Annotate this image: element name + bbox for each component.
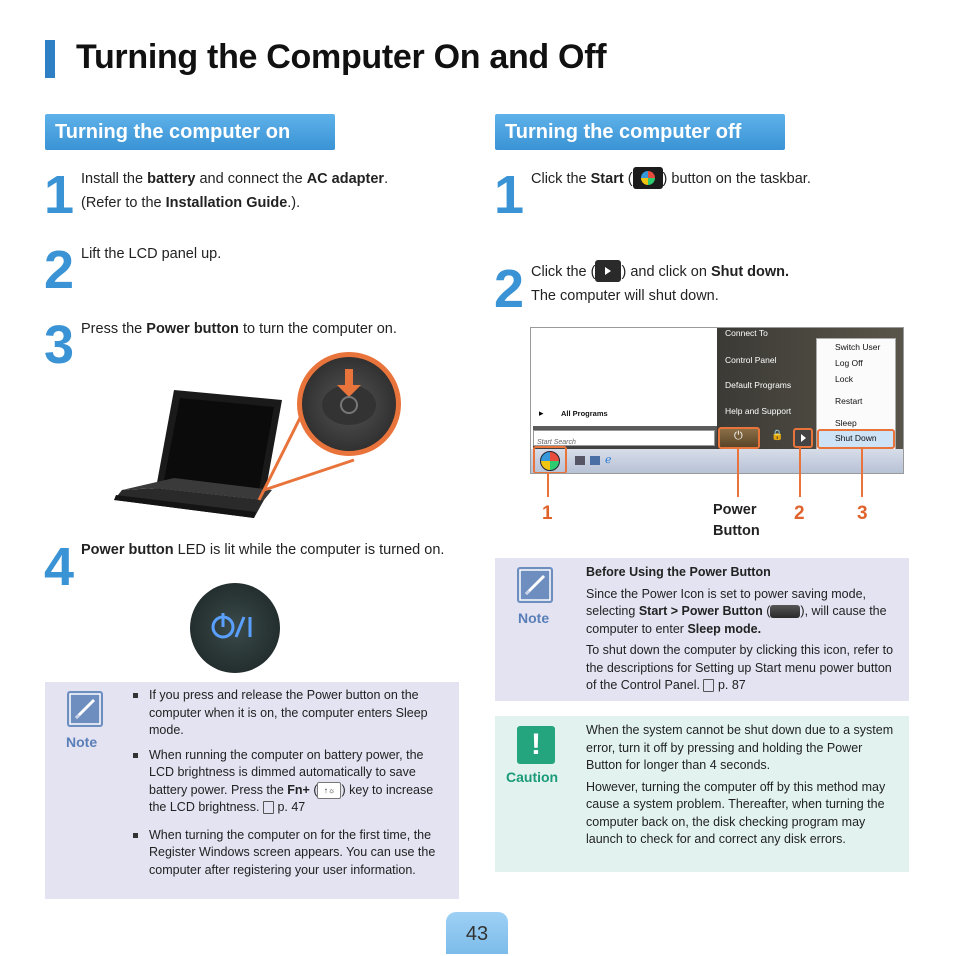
section-title-off: Turning the computer off [495, 114, 785, 150]
arrow-button-icon [595, 260, 622, 283]
step-text: Power button LED is lit while the comput… [81, 542, 445, 558]
menu-item-help-support[interactable]: Help and Support [725, 406, 792, 416]
power-icon: ⏻ [734, 430, 743, 442]
laptop-illustration [114, 390, 355, 518]
note-pencil-icon [517, 567, 553, 603]
submenu-restart[interactable]: Restart [835, 396, 863, 406]
note-box: Note Before Using the Power Button Since… [495, 558, 909, 701]
menu-item-default-programs[interactable]: Default Programs [725, 380, 792, 390]
section-title-on: Turning the computer on [45, 114, 335, 150]
list-item: When running the computer on battery pow… [129, 747, 439, 817]
note-box: Note If you press and release the Power … [45, 682, 459, 899]
show-desktop-icon[interactable] [575, 456, 585, 465]
start-button[interactable] [533, 446, 567, 473]
caution-box: ! Caution When the system cannot be shut… [495, 716, 909, 872]
arrow-button[interactable] [793, 428, 813, 448]
note-label: Note [518, 610, 550, 626]
submenu-shut-down[interactable]: Shut Down [817, 429, 895, 449]
page-ref-icon [703, 679, 715, 693]
list-item: If you press and release the Power butto… [129, 687, 439, 740]
note-heading: Before Using the Power Button [586, 565, 771, 579]
callout-3: 3 [857, 503, 868, 524]
menu-item-connect-to[interactable]: Connect To [725, 328, 768, 338]
power-button-icon [770, 605, 801, 619]
start-menu-screenshot: ▸ All Programs Start Search ⌕ Start Sear… [530, 327, 904, 474]
page-number: 43 [446, 912, 508, 954]
note-pencil-icon [67, 691, 103, 727]
power-button[interactable]: ⏻ [718, 427, 760, 449]
note-paragraph: Since the Power Icon is set to power sav… [586, 586, 887, 636]
windows-start-icon [632, 167, 663, 190]
step-number: 2 [494, 259, 525, 319]
step-text: Press the Power button to turn the compu… [81, 321, 397, 337]
step-text: Lift the LCD panel up. [81, 246, 222, 262]
power-led-photo [190, 583, 280, 673]
caution-paragraph: However, turning the computer off by thi… [586, 779, 886, 847]
submenu-log-off[interactable]: Log Off [835, 358, 863, 368]
submenu-switch-user[interactable]: Switch User [835, 342, 881, 352]
step-number: 1 [494, 165, 525, 225]
note-content: Before Using the Power Button Since the … [586, 564, 896, 695]
callout-2: 2 [794, 503, 805, 524]
switch-windows-icon[interactable] [590, 456, 600, 465]
menu-item-control-panel[interactable]: Control Panel [725, 355, 777, 365]
step-text: Click the Start ( ) button on the taskba… [531, 167, 911, 191]
submenu-lock[interactable]: Lock [835, 374, 853, 384]
callout-1: 1 [542, 503, 553, 524]
title-accent-bar [45, 40, 55, 78]
page-title: Turning the Computer On and Off [76, 38, 607, 76]
list-item: When turning the computer on for the fir… [129, 827, 439, 880]
exclamation-icon: ! [517, 726, 555, 764]
caution-paragraph: When the system cannot be shut down due … [586, 723, 894, 772]
all-programs-arrow-icon: ▸ [539, 408, 544, 418]
ie-icon[interactable]: ℯ [605, 454, 612, 466]
brightness-key-icon: ↑☼ [317, 781, 342, 799]
step-number: 1 [44, 165, 75, 225]
submenu-sleep[interactable]: Sleep [835, 418, 857, 428]
callout-lines [547, 447, 863, 497]
step-number: 3 [44, 315, 75, 375]
lock-icon[interactable]: 🔒 [771, 430, 784, 441]
power-button-zoom [297, 352, 401, 456]
step-text: Click the ( ) and click on Shut down. Th… [531, 260, 911, 308]
all-programs-link[interactable]: All Programs [561, 409, 608, 418]
step-number: 4 [44, 537, 75, 597]
caution-content: When the system cannot be shut down due … [586, 722, 898, 849]
note-paragraph: To shut down the computer by clicking th… [586, 643, 894, 693]
note-list: If you press and release the Power butto… [129, 687, 439, 886]
caution-label: Caution [506, 769, 559, 785]
step-text: Install the battery and connect the AC a… [81, 171, 389, 211]
note-label: Note [66, 734, 98, 750]
step-number: 2 [44, 240, 75, 300]
page-ref-icon [262, 801, 274, 815]
